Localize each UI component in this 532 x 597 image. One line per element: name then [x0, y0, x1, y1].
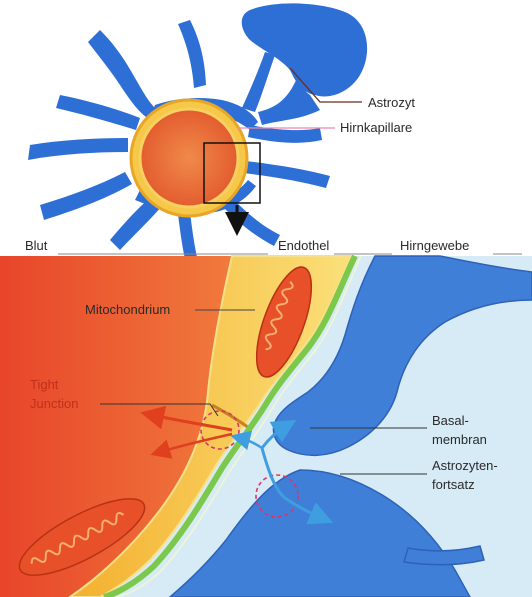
- label-tight-2: Junction: [30, 396, 78, 411]
- overview-panel: Astrozyt Hirnkapillare: [28, 3, 415, 264]
- capillary-shape: [131, 100, 247, 216]
- label-basal-1: Basal-: [432, 413, 469, 428]
- label-endothelium: Endothel: [278, 238, 329, 253]
- label-tight-1: Tight: [30, 377, 59, 392]
- detail-panel: Blut Endothel Hirngewebe: [0, 238, 532, 597]
- label-brain-tissue: Hirngewebe: [400, 238, 469, 253]
- label-astro-2: fortsatz: [432, 477, 475, 492]
- label-astro-1: Astrozyten-: [432, 458, 498, 473]
- label-mitochondrium: Mitochondrium: [85, 302, 170, 317]
- label-capillary: Hirnkapillare: [340, 120, 412, 135]
- label-astrocyte: Astrozyt: [368, 95, 415, 110]
- label-basal-2: membran: [432, 432, 487, 447]
- label-blood: Blut: [25, 238, 48, 253]
